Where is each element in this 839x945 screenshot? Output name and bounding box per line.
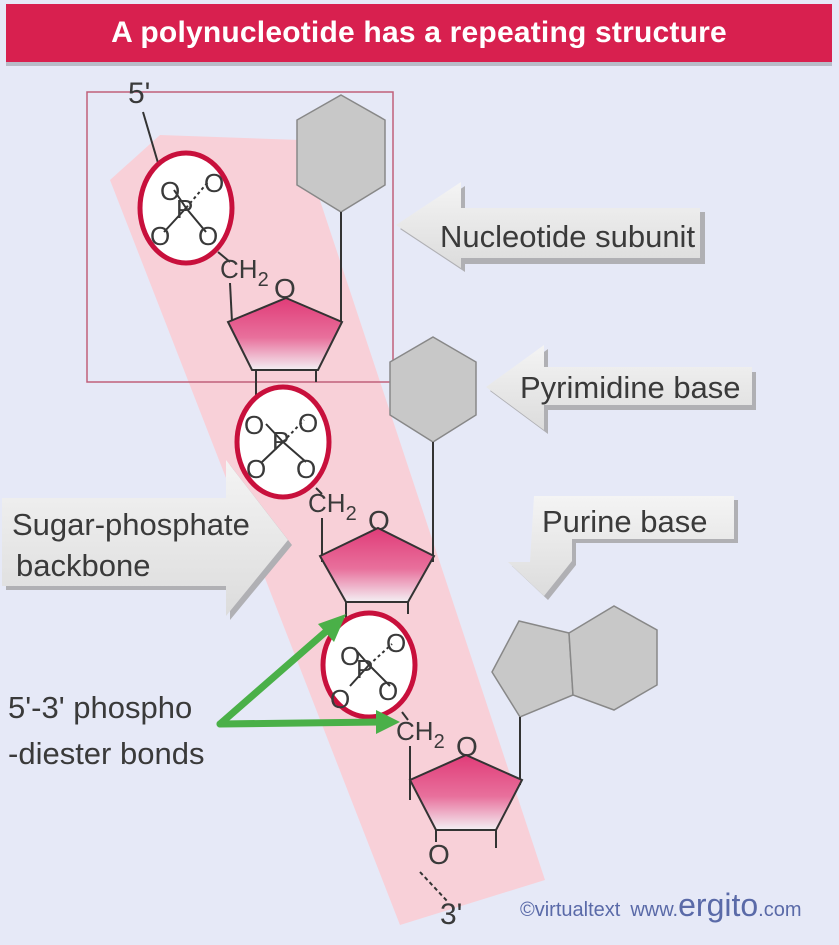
pyrimidine-base-arrow — [486, 345, 756, 434]
phosphorus: P — [176, 194, 193, 224]
ch2-label: CH2 — [396, 716, 445, 753]
phosphate-oxygen: O — [160, 176, 180, 206]
phosphate-group-1: O O P O O — [137, 150, 235, 266]
nucleotide-subunit-label: Nucleotide subunit — [440, 219, 695, 254]
phosphate-group-2: O O P O O — [234, 384, 332, 500]
three-prime-oxygen: O — [428, 839, 450, 870]
backbone-label-line1: Sugar-phosphate — [12, 507, 250, 542]
phosphorus: P — [272, 426, 289, 456]
title-bar: A polynucleotide has a repeating structu… — [6, 4, 832, 62]
phosphate-oxygen: O — [244, 410, 264, 440]
ring-oxygen: O — [274, 273, 296, 304]
phosphate-oxygen: O — [340, 641, 360, 671]
purine-base — [491, 605, 658, 718]
phosphate-oxygen: O — [296, 454, 316, 484]
backbone-arrow — [2, 460, 292, 620]
phosphate-group-3: O O P O O — [320, 610, 418, 720]
three-prime-label: 3' — [440, 898, 462, 931]
phosphodiester-arrows — [216, 614, 400, 734]
five-prime-label: 5' — [128, 77, 150, 110]
ring-oxygen: O — [456, 731, 478, 762]
backbone-band — [110, 135, 545, 925]
pyrimidine-base-2 — [389, 336, 477, 443]
phosphate-oxygen: O — [204, 168, 224, 198]
deoxyribose-sugar-3 — [408, 753, 524, 831]
purine-base-arrow — [508, 496, 738, 600]
phosphorus: P — [356, 654, 373, 684]
deoxyribose-sugar-2 — [318, 526, 436, 603]
phosphate-oxygen: O — [246, 454, 266, 484]
ch2-label: CH2 — [220, 254, 269, 291]
phosphodiester-label-line2: -diester bonds — [8, 736, 204, 771]
phosphodiester-label-line1: 5'-3' phospho — [8, 690, 192, 725]
phosphate-oxygen: O — [298, 408, 318, 438]
purine-base-label: Purine base — [542, 504, 707, 539]
backbone-label-line2: backbone — [16, 548, 150, 583]
phosphate-oxygen: O — [378, 676, 398, 706]
phosphate-oxygen: O — [386, 628, 406, 658]
phosphate-oxygen: O — [150, 221, 170, 251]
phosphate-oxygen: O — [198, 221, 218, 251]
ring-oxygen: O — [368, 505, 390, 536]
page-title: A polynucleotide has a repeating structu… — [111, 16, 727, 49]
nucleotide-subunit-arrow — [396, 182, 705, 272]
ch2-label: CH2 — [308, 488, 357, 525]
deoxyribose-sugar-1 — [226, 296, 344, 371]
nucleotide-subunit-box — [86, 91, 394, 383]
phosphate-oxygen: O — [330, 684, 350, 714]
pyrimidine-base-label: Pyrimidine base — [520, 370, 741, 405]
